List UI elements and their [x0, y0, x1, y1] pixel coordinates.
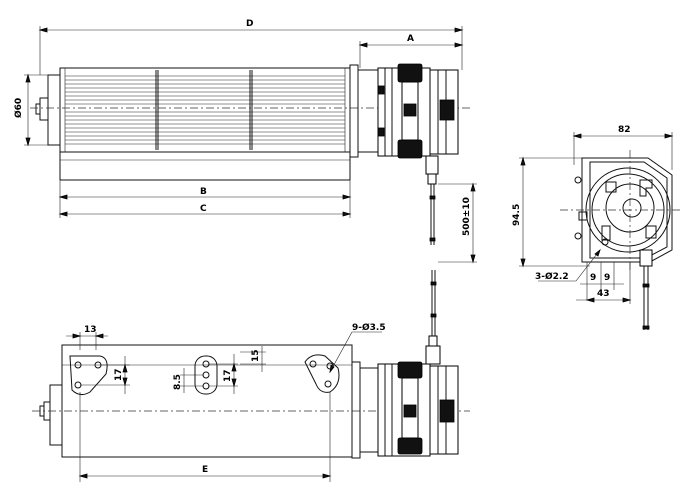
motor-top [349, 63, 459, 245]
fan-blades [65, 70, 345, 150]
motor-bottom [351, 270, 459, 459]
dim-17a-label: 17 [114, 368, 124, 381]
dim-e-label: E [202, 465, 208, 475]
dim-dia60-label: Ø60 [13, 98, 24, 118]
dim-94-label: 94.5 [512, 204, 522, 226]
dim-17b-label: 17 [223, 369, 233, 382]
dim-13-label: 13 [84, 325, 97, 335]
dim-9b-label: 9 [604, 273, 610, 283]
dim-cable-label: 500±10 [462, 197, 472, 236]
top-view: D A Ø60 [13, 19, 477, 264]
dim-9a-label: 9 [590, 273, 596, 283]
dim-b-label: B [200, 187, 207, 197]
dim-85-label: 8.5 [173, 374, 183, 390]
bottom-view: 13 9-Ø3.5 17 [32, 270, 470, 482]
dim-82-label: 82 [618, 125, 631, 135]
dim-c-label: C [200, 204, 207, 214]
dim-43-label: 43 [597, 289, 610, 299]
holes-3-label: 3-Ø2.2 [535, 271, 569, 282]
dim-15-label: 15 [251, 349, 261, 362]
side-view: 82 94.5 3-Ø2.2 [512, 125, 680, 330]
dim-a-label: A [407, 34, 414, 44]
dim-d-label: D [246, 19, 253, 29]
holes-9-label: 9-Ø3.5 [352, 322, 386, 333]
